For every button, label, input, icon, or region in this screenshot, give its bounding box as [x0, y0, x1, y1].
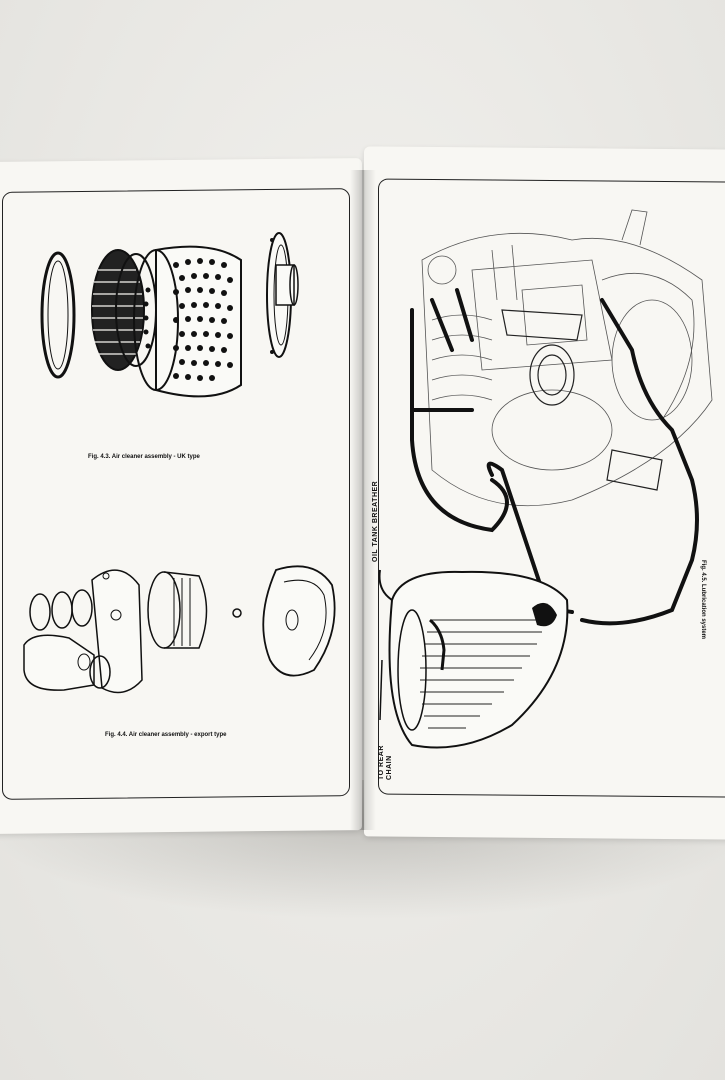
oil-tank-breather-label: OIL TANK BREATHER: [372, 480, 379, 562]
fig45-caption: Fig. 4.5. Lubrication system: [700, 560, 706, 640]
fig45-illustration: [378, 209, 713, 749]
book-gutter: [350, 170, 376, 830]
chain-label: CHAIN: [386, 755, 393, 780]
fig43-illustration: [40, 232, 299, 398]
fig44-illustration: [23, 565, 336, 694]
to-rear-label: TO REAR: [378, 745, 385, 780]
fig44-caption: Fig. 4.4. Air cleaner assembly - export …: [105, 732, 227, 738]
fig43-caption: Fig. 4.3. Air cleaner assembly - UK type: [88, 454, 200, 460]
